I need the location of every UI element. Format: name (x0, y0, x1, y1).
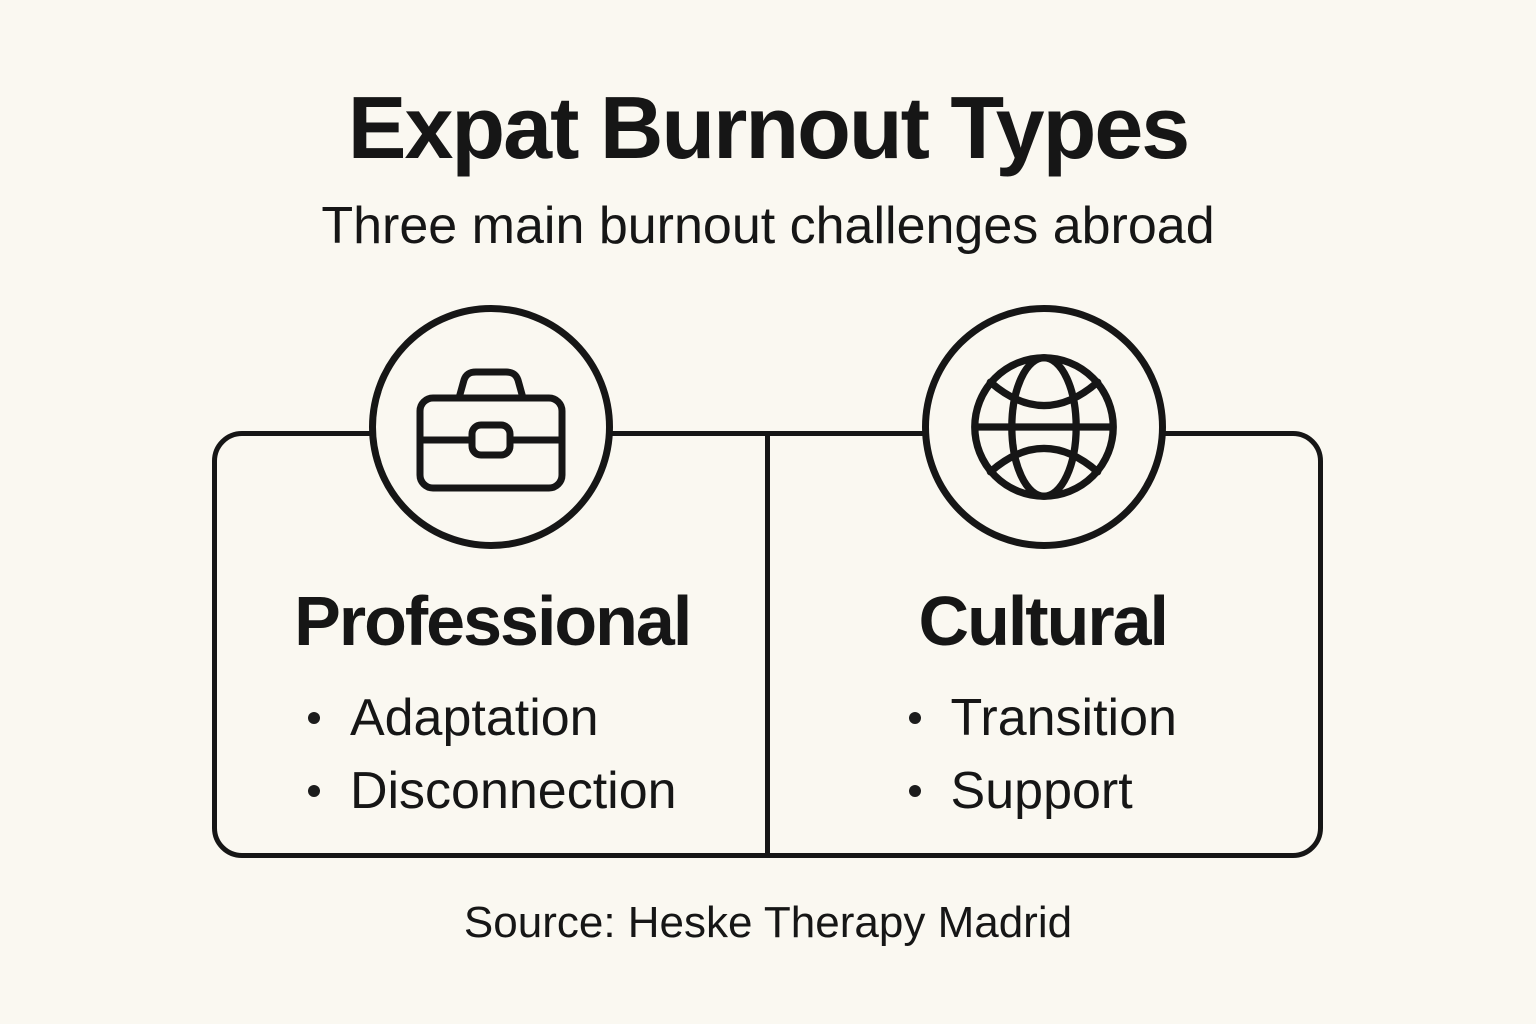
page-subtitle: Three main burnout challenges abroad (321, 197, 1215, 255)
burnout-types-panel: Professional Adaptation Disconnection Cu… (212, 431, 1323, 858)
list-item: Support (908, 755, 1177, 828)
page-title: Expat Burnout Types (347, 78, 1190, 177)
bullet-label: Disconnection (349, 761, 677, 820)
list-item: Disconnection (307, 755, 677, 828)
globe-icon-circle (922, 305, 1166, 549)
briefcase-icon-circle (369, 305, 613, 549)
bullet-list-cultural: Transition Support (908, 682, 1177, 828)
source-caption: Source: Heske Therapy Madrid (463, 898, 1073, 947)
card-professional: Professional Adaptation Disconnection (217, 436, 768, 853)
list-item: Adaptation (307, 682, 677, 755)
bullet-list-professional: Adaptation Disconnection (307, 682, 677, 828)
bullet-dot (307, 712, 320, 725)
briefcase-icon (416, 368, 566, 492)
panel-divider (765, 436, 770, 853)
bullet-dot (908, 712, 921, 725)
bullet-dot (307, 785, 320, 798)
card-cultural: Cultural Transition Support (768, 436, 1319, 853)
card-heading-professional: Professional (294, 582, 692, 660)
bullet-label: Adaptation (349, 689, 599, 747)
bullet-label: Support (950, 761, 1133, 820)
globe-icon (971, 354, 1117, 500)
bullet-label: Transition (950, 689, 1177, 747)
card-heading-cultural: Cultural (918, 582, 1169, 660)
bullet-dot (908, 785, 921, 798)
list-item: Transition (908, 682, 1177, 755)
